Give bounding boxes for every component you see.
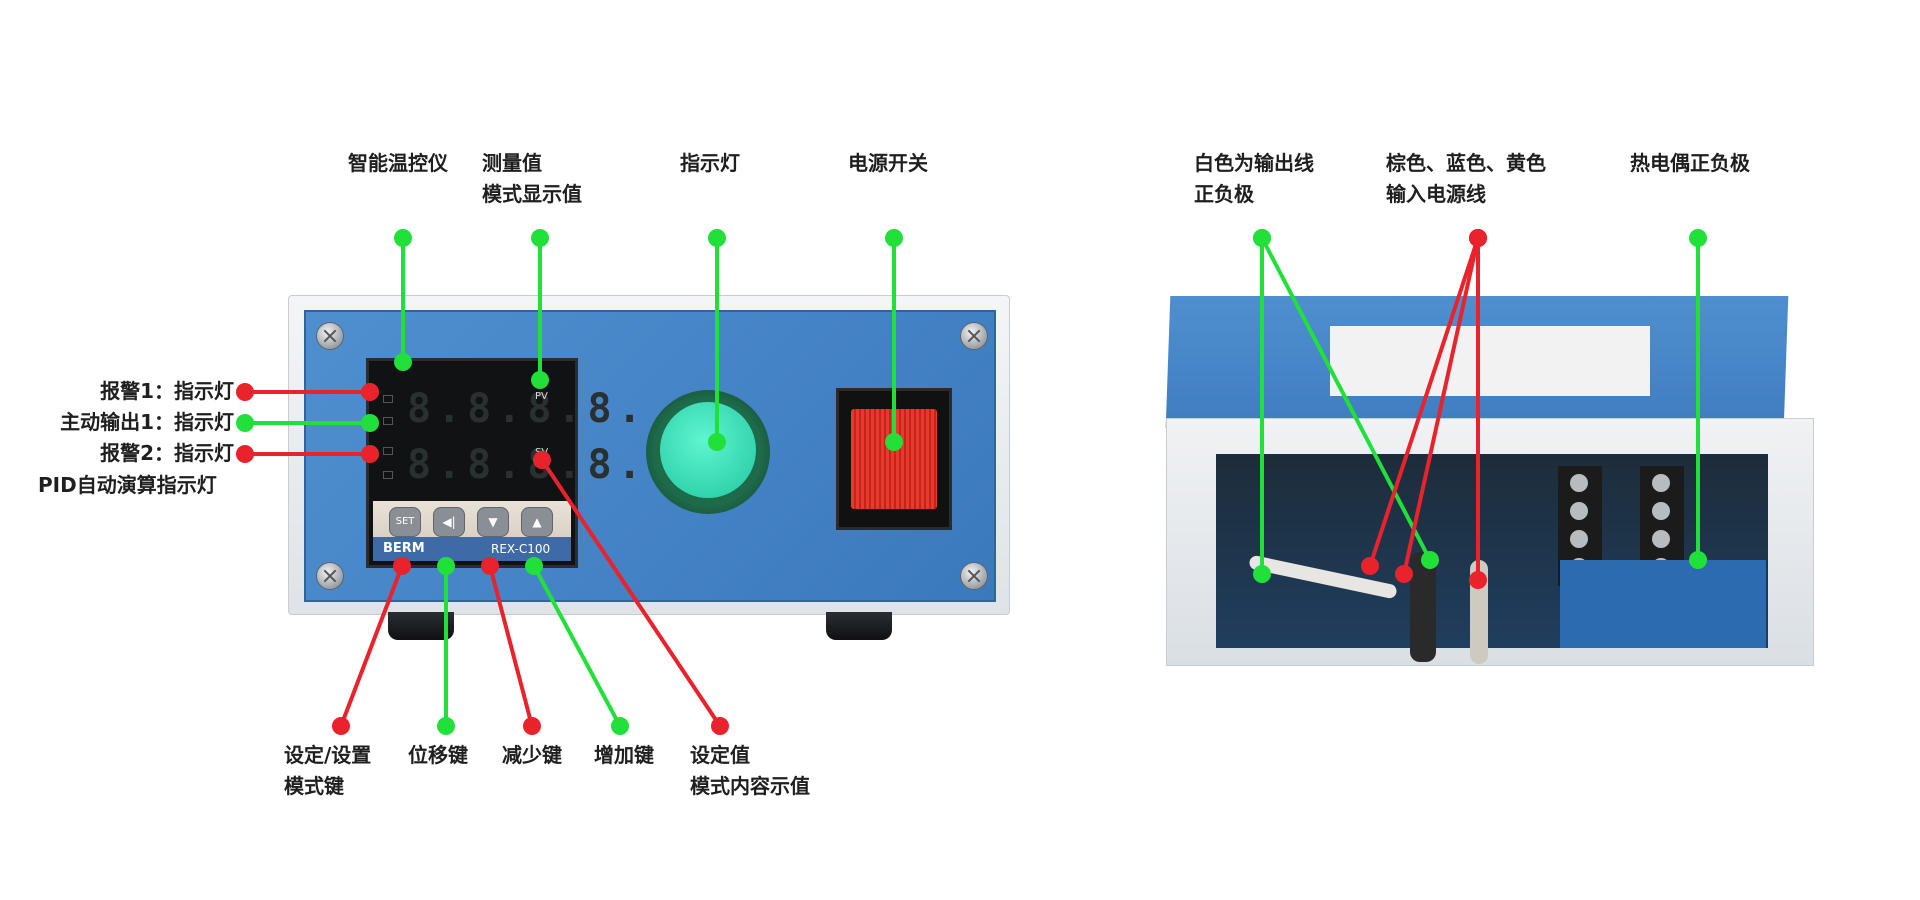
label-pid: PID自动演算指示灯 [38,473,217,497]
brand-text: BERM [383,541,425,556]
leader-white-b [1260,237,1432,561]
label-alarm2: 报警2：指示灯 [100,441,234,465]
leader-white-a-dot-end [1253,565,1271,583]
leader-thermocouple-dot-end [1689,551,1707,569]
leader-sv-dot-start [711,717,729,735]
label-controller: 智能温控仪 [348,151,448,175]
leader-alarm1-dot-end [361,383,379,401]
leader-yellow-dot-end [1469,571,1487,589]
down-key[interactable]: ▼ [477,507,509,537]
leader-set [339,565,404,727]
screw-icon [316,562,344,590]
leader-brown [1368,237,1480,567]
indicator-lamp-lens [660,402,756,498]
leader-up-dot-start [611,717,629,735]
leader-shift-dot-end [437,557,455,575]
leader-indicator-dot-start [708,229,726,247]
leader-pv-dot-end [531,371,549,389]
up-arrow-icon: ▲ [532,515,542,529]
label-set-key: 设定/设置 模式键 [284,743,372,798]
model-text: REX-C100 [491,542,551,556]
leader-output1-dot-end [361,414,379,432]
label-down-key: 减少键 [502,743,562,767]
label-sv: 设定值 模式内容示值 [690,743,810,798]
leader-down [488,565,534,727]
pv-label: PV [535,391,548,402]
controller-brand-bar: BERM REX-C100 [373,537,571,561]
device-foot [388,612,454,640]
leader-shift-dot-start [437,717,455,735]
leader-thermocouple-dot-start [1689,229,1707,247]
leader-alarm2-dot-end [361,445,379,463]
leader-pv-dot-start [531,229,549,247]
leader-controller-dot-end [394,353,412,371]
rear-sticker [1330,326,1650,396]
leader-yellow-dot-start [1469,229,1487,247]
leader-down-dot-start [523,717,541,735]
up-key[interactable]: ▲ [521,507,553,537]
label-thermocouple: 热电偶正负极 [1630,151,1750,175]
input-cable [1410,552,1436,662]
leader-set-dot-end [393,557,411,575]
leader-power-dot-start [885,229,903,247]
leader-blue-dot-end [1395,565,1413,583]
leader-white-b-dot-end [1421,551,1439,569]
led-pid [383,471,393,479]
led-alarm1 [383,395,393,403]
label-alarm1: 报警1：指示灯 [100,379,234,403]
screw-icon [960,562,988,590]
set-key[interactable]: SET [389,507,421,537]
screw-icon [316,322,344,350]
label-shift-key: 位移键 [408,743,468,767]
leader-output1-dot-start [236,414,254,432]
label-white-output: 白色为输出线 正负极 [1194,151,1314,206]
screw-icon [960,322,988,350]
leader-sv [540,458,722,728]
leader-alarm2-dot-start [236,445,254,463]
leader-set-dot-start [332,717,350,735]
down-arrow-icon: ▼ [488,515,498,529]
rear-mount-plate [1560,560,1766,648]
shift-key[interactable]: ◀| [433,507,465,537]
leader-controller-dot-start [394,229,412,247]
leader-power-dot-end [885,433,903,451]
leader-brown-dot-end [1361,557,1379,575]
label-up-key: 增加键 [594,743,654,767]
leader-alarm1-dot-start [236,383,254,401]
leader-indicator-dot-end [708,433,726,451]
leader-white-b-dot-start [1253,229,1271,247]
leader-up [532,565,622,727]
device-foot [826,612,892,640]
leader-blue [1402,237,1480,575]
indicator-lamp [646,390,770,514]
label-power-switch: 电源开关 [848,151,928,175]
led-output1 [383,417,393,425]
leader-sv-dot-end [533,451,551,469]
led-alarm2 [383,447,393,455]
label-main-output: 主动输出1：指示灯 [60,410,234,434]
leader-down-dot-end [481,557,499,575]
shift-left-icon: ◀| [442,515,456,529]
label-pv: 测量值 模式显示值 [482,151,582,206]
label-input-power: 棕色、蓝色、黄色 输入电源线 [1386,151,1546,206]
leader-up-dot-end [525,557,543,575]
label-indicator: 指示灯 [680,151,740,175]
